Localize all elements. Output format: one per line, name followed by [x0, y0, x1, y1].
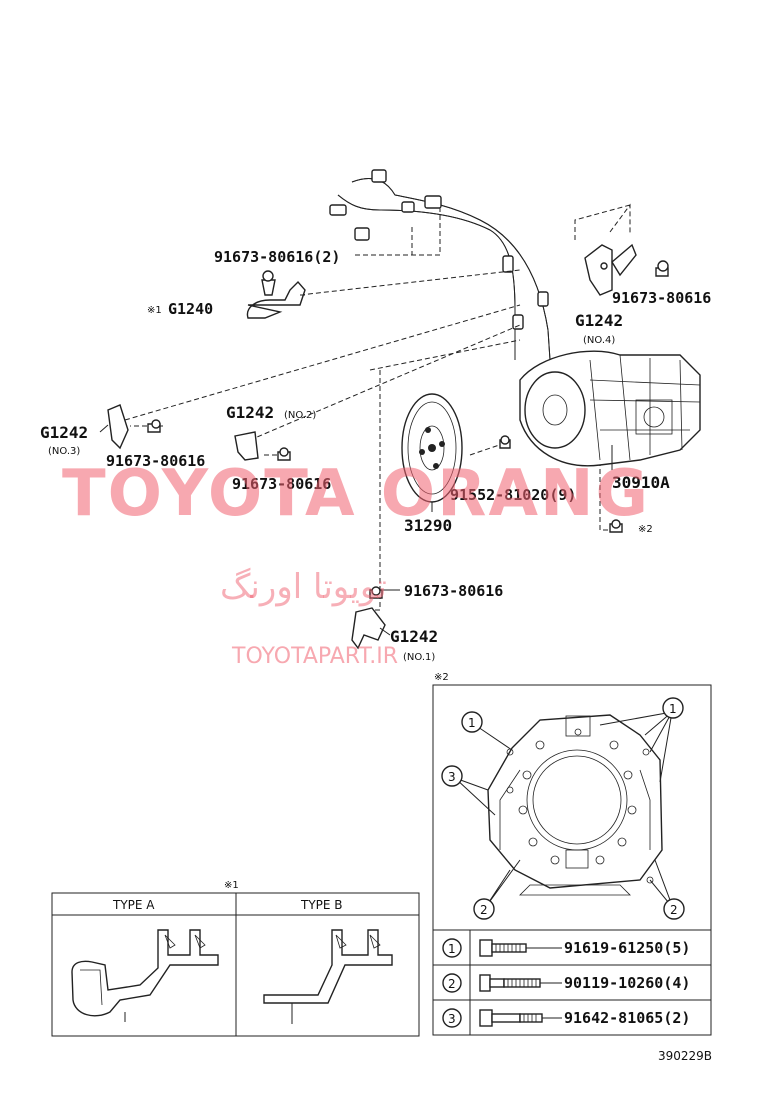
svg-text:3: 3 — [448, 1012, 456, 1026]
detail1-table: TYPE A TYPE B — [51, 892, 420, 1037]
watermark-line3: TOYOTAPART.IR — [231, 644, 398, 669]
bolt-row-1: 1 91619-61250(5) — [442, 938, 690, 958]
detail2-mark: ※2 — [434, 672, 449, 683]
wire-harness — [329, 169, 553, 391]
type-a-label: TYPE A — [112, 898, 155, 912]
watermark-line2: تویوتا اورنگ — [220, 567, 387, 607]
svg-text:2: 2 — [448, 977, 456, 991]
label-bracket-no4-sub: (NO.4) — [583, 335, 615, 346]
bracket-no2 — [234, 431, 291, 461]
svg-text:1: 1 — [448, 942, 456, 956]
type-b-bracket — [263, 929, 393, 1024]
watermark-line1: TOYOTA ORANG — [62, 457, 650, 531]
label-bracket-no3: G1242 — [40, 423, 88, 442]
bracket-g1240 — [246, 270, 306, 319]
bolt-mark-2 — [609, 519, 623, 533]
label-bolt-no1: 91673-80616 — [404, 582, 503, 600]
detail2-box: 1 1 3 2 2 1 91619-61250(5) 2 90119-10260… — [432, 684, 712, 1036]
label-bracket-no2-sub: (NO.2) — [284, 410, 316, 421]
transmission-assembly — [519, 350, 701, 467]
callout-2-right: 2 — [670, 903, 678, 917]
bracket-no3 — [107, 404, 161, 450]
figure-id: 390229B — [658, 1049, 712, 1063]
label-mark-2: ※2 — [638, 524, 653, 535]
bolt-row-3: 3 91642-81065(2) — [442, 1008, 690, 1028]
bracket-no1 — [351, 586, 386, 650]
label-bolt-wire-harness: 91673-80616(2) — [214, 248, 340, 266]
leader-lines — [124, 203, 631, 611]
callout-1-left: 1 — [468, 716, 476, 730]
label-bracket-no2: G1242 — [226, 403, 274, 422]
type-b-label: TYPE B — [300, 898, 343, 912]
label-bolt-no3: 91673-80616 — [106, 452, 205, 470]
bracket-no4 — [584, 243, 669, 296]
label-bracket-no1: G1242 — [390, 627, 438, 646]
label-transmission: 30910A — [612, 473, 670, 492]
label-bracket-no4: G1242 — [575, 311, 623, 330]
bolt-2-part: 90119-10260(4) — [564, 974, 690, 992]
label-bracket-g1240: G1240 — [168, 300, 213, 318]
bolt-1-part: 91619-61250(5) — [564, 939, 690, 957]
converter-bolt — [499, 435, 511, 449]
label-torque-converter: 31290 — [404, 516, 452, 535]
detail1-mark: ※1 — [224, 880, 239, 891]
label-bolt-no4: 91673-80616 — [612, 289, 711, 307]
label-bolt-no2: 91673-80616 — [232, 475, 331, 493]
label-mark-1: ※1 — [147, 305, 162, 316]
bolt-3-part: 91642-81065(2) — [564, 1009, 690, 1027]
callout-3: 3 — [448, 770, 456, 784]
label-bracket-no3-sub: (NO.3) — [48, 446, 80, 457]
bolt-row-2: 2 90119-10260(4) — [442, 973, 690, 993]
label-bracket-no1-sub: (NO.1) — [403, 652, 435, 663]
callout-2-left: 2 — [480, 903, 488, 917]
type-a-bracket — [71, 929, 219, 1022]
label-bolt-converter: 91552-81020(9) — [450, 486, 576, 504]
label-leaders — [99, 294, 613, 636]
callout-1-right: 1 — [669, 702, 677, 716]
